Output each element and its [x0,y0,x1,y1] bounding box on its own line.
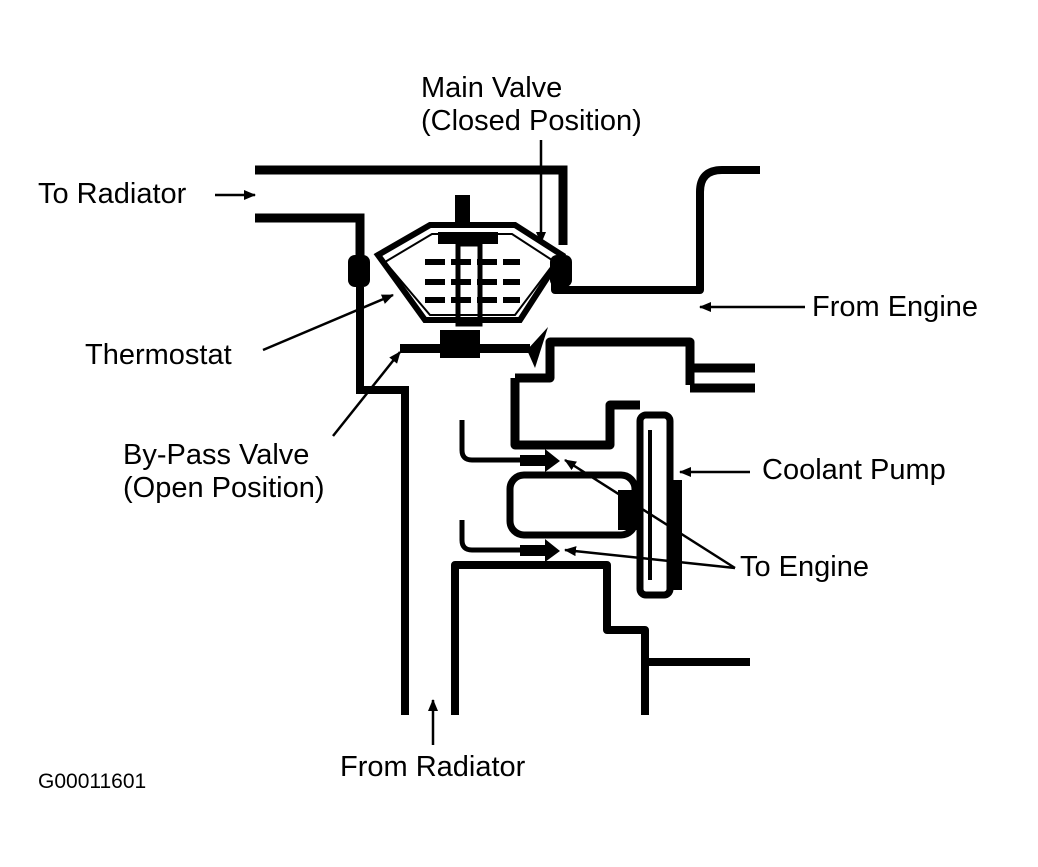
figure-id: G00011601 [38,770,147,793]
thermostat-label: Thermostat [85,339,232,371]
bypass-valve-position-label: (Open Position) [123,472,325,504]
pointer-arrows [215,140,805,745]
bypass-valve-label: By-Pass Valve [123,439,310,471]
engine-block [451,166,760,715]
to-radiator-label: To Radiator [38,178,187,210]
main-valve-label: Main Valve [421,72,563,104]
from-radiator-label: From Radiator [340,751,526,783]
thermostat-body [373,195,567,358]
flow-arrows [520,327,560,562]
coolant-pump-label: Coolant Pump [762,454,946,486]
thermostat-housing [255,165,572,715]
main-valve-position-label: (Closed Position) [421,105,642,137]
to-engine-label: To Engine [740,551,869,583]
from-engine-label: From Engine [812,291,979,323]
